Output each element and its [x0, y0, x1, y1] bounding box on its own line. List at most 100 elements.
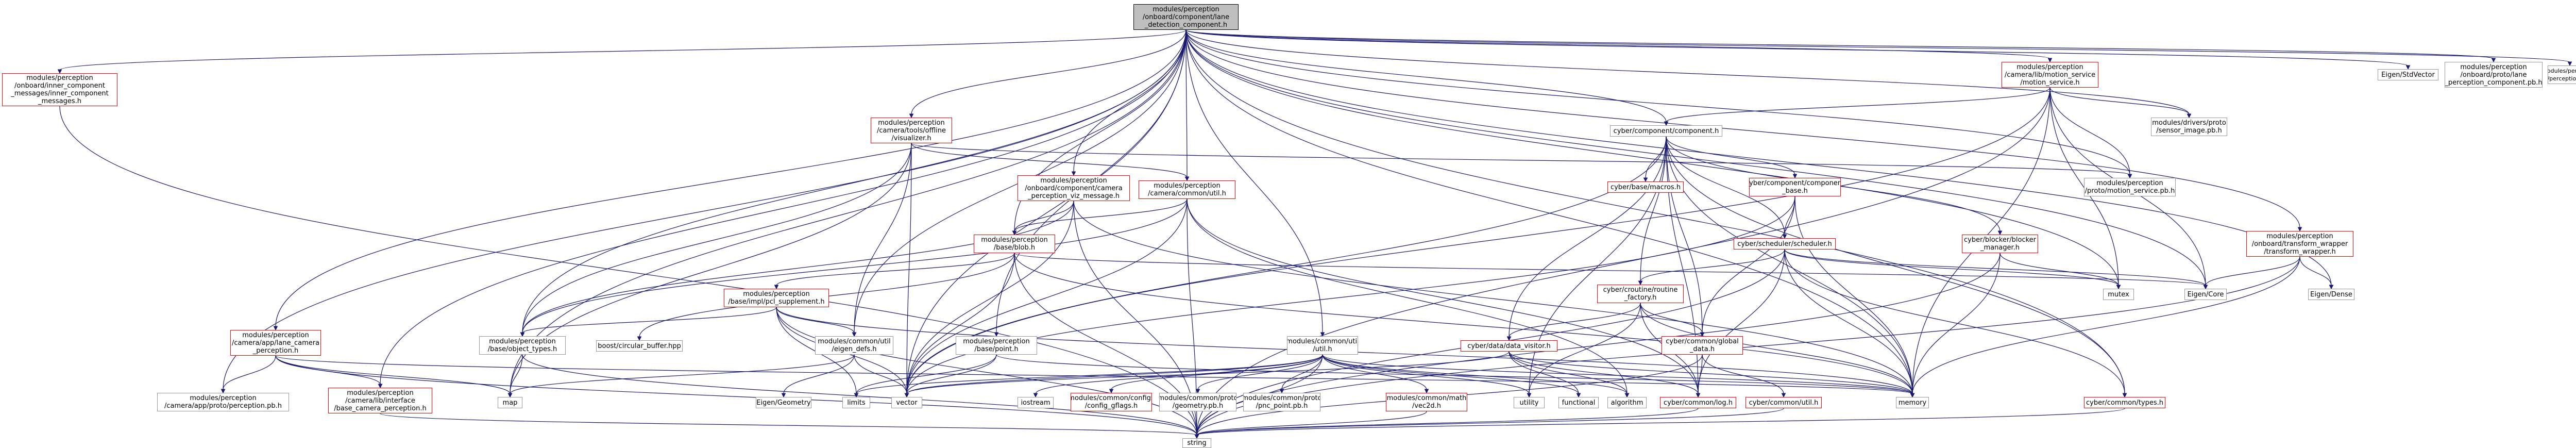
- edge-common_util_eigen_defs-to-map: [510, 354, 855, 394]
- edge-cyber_scheduler-to-eigen_core: [1784, 249, 2206, 286]
- edge-camera_common_util-to-cyber_common_log: [1187, 198, 1699, 394]
- node-cyber-component[interactable]: cyber/component/component.h: [1610, 125, 1722, 137]
- node-string[interactable]: string: [1182, 438, 1211, 448]
- edge-camera_perception_viz_message-to-string: [1073, 201, 1197, 436]
- edge-arrowhead-motion_service-to-sensor_image_pb: [2187, 113, 2192, 119]
- node-inner-component-messages[interactable]: modules/perception /onboard/inner_compon…: [2, 73, 117, 106]
- edge-arrowhead-visualizer-to-camera_common_util: [1184, 176, 1190, 181]
- edge-arrowhead-transform_wrapper-to-string: [1194, 434, 1199, 439]
- node-camera-common-util[interactable]: modules/perception /camera/common/util.h: [1139, 180, 1235, 199]
- node-common-util-util[interactable]: modules/common/util /util.h: [1287, 336, 1358, 355]
- edge-cyber_data_visitor-to-vector: [906, 351, 1510, 394]
- edge-arrowhead-cyber_component-to-cyber_blocker_manager: [1997, 230, 2003, 236]
- edge-base_impl_pcl_supplement-to-base_object_types: [522, 307, 777, 334]
- node-boost-circular-buffer[interactable]: boost/circular_buffer.hpp: [596, 340, 683, 352]
- node-cyber-common-types[interactable]: cyber/common/types.h: [2084, 397, 2165, 408]
- node-motion-service[interactable]: modules/perception /camera/lib/motion_se…: [2002, 62, 2098, 88]
- node-perception-lane-pb[interactable]: modules/perception /proto/perception_lan…: [2548, 65, 2576, 84]
- edge-transform_wrapper-to-eigen_dense: [2299, 256, 2332, 286]
- edge-cyber_component-to-cyber_common_types: [1666, 136, 2125, 394]
- node-sensor-image-pb[interactable]: modules/drivers/proto /sensor_image.pb.h: [2151, 118, 2227, 136]
- edge-root-to-eigen_stdvector: [1185, 29, 2409, 67]
- edge-base_object_types-to-map: [510, 354, 523, 394]
- edge-common_util_util-to-pnc_point_pb: [1281, 354, 1323, 390]
- edge-cyber_component_base-to-memory: [1794, 196, 1913, 394]
- node-eigen-defs[interactable]: modules/common/util /eigen_defs.h: [815, 336, 893, 355]
- edge-arrowhead-motion_service-to-cyber_component: [1664, 121, 1669, 126]
- node-cyber-component-base[interactable]: cyber/component/component _base.h: [1749, 178, 1841, 196]
- edge-visualizer-to-motion_service_pb: [911, 143, 2130, 175]
- edge-cyber_data_visitor-to-memory: [1509, 351, 1913, 394]
- node-algorithm[interactable]: algorithm: [1607, 397, 1647, 408]
- node-base-blob[interactable]: modules/perception /base/blob.h: [974, 235, 1055, 253]
- node-vec2d[interactable]: modules/common/math /vec2d.h: [1386, 393, 1467, 411]
- edge-root-to-lane_perception_component_pb: [1185, 29, 2494, 59]
- node-memory[interactable]: memory: [1896, 397, 1929, 408]
- edge-common_util_util-to-geometry_pb: [1197, 354, 1323, 390]
- node-cyber-common-log[interactable]: cyber/common/log.h: [1660, 397, 1736, 408]
- node-pcl-supplement[interactable]: modules/perception /base/impl/pcl_supple…: [724, 289, 829, 307]
- node-cyber-global-data[interactable]: cyber/common/global _data.h: [1662, 336, 1743, 355]
- edge-arrowhead-transform_wrapper-to-memory: [1910, 393, 1915, 398]
- node-base-camera-perception[interactable]: modules/perception /camera/lib/interface…: [328, 388, 432, 413]
- edge-base_blob-to-eigen_core: [1014, 253, 2206, 286]
- node-camera-perception-viz-message[interactable]: modules/perception /onboard/component/ca…: [1018, 175, 1130, 201]
- node-base-object-types[interactable]: modules/perception /base/object_types.h: [479, 336, 566, 355]
- node-eigen-core[interactable]: Eigen/Core: [2184, 289, 2227, 300]
- edge-arrowhead-root-to-eigen_stdvector: [2405, 65, 2411, 70]
- node-lane-perception-component-pb[interactable]: modules/perception /onboard/proto/lane _…: [2445, 62, 2543, 88]
- node-vector[interactable]: vector: [891, 397, 922, 408]
- node-eigen-stdvector[interactable]: Eigen/StdVector: [2378, 69, 2438, 80]
- edge-cyber_component-to-cyber_component_base: [1666, 136, 1795, 175]
- node-pnc-point-pb[interactable]: modules/common/proto /pnc_point.pb.h: [1243, 393, 1320, 411]
- node-mutex[interactable]: mutex: [2103, 289, 2134, 300]
- edge-cyber_component_base-to-vector: [906, 196, 1795, 394]
- edge-base_object_types-to-string: [522, 354, 1197, 436]
- node-lane-camera-perception[interactable]: modules/perception /camera/app/lane_came…: [230, 330, 321, 356]
- edge-arrowhead-root-to-motion_service: [2047, 58, 2053, 63]
- edge-arrowhead-root-to-perception_lane_pb: [2567, 61, 2572, 67]
- node-cyber-data-visitor[interactable]: cyber/data/data_visitor.h: [1461, 340, 1557, 352]
- edge-motion_service-to-cyber_component: [1666, 87, 2050, 123]
- edge-cyber_common_global_data-to-cyber_common_util: [1702, 354, 1784, 394]
- node-transform-wrapper[interactable]: modules/perception /onboard/transform_wr…: [2246, 231, 2353, 257]
- edge-arrowhead-cyber_common_global_data-to-cyber_common_log: [1696, 393, 1701, 398]
- node-perception-pb[interactable]: modules/perception /camera/app/proto/per…: [157, 393, 289, 411]
- node-cyber-blocker-manager[interactable]: cyber/blocker/blocker _manager.h: [1962, 235, 2038, 253]
- edge-arrowhead-base_blob-to-boost_circular_buffer: [637, 336, 642, 341]
- node-cyber-routine-factory[interactable]: cyber/croutine/routine _factory.h: [1597, 285, 1684, 303]
- node-eigen-geometry[interactable]: Eigen/Geometry: [756, 397, 811, 408]
- edge-motion_service-to-string: [1196, 87, 2050, 436]
- node-iostream[interactable]: iostream: [1018, 397, 1054, 408]
- node-limits[interactable]: limits: [842, 397, 870, 408]
- edge-camera_perception_viz_message-to-memory: [1073, 201, 1913, 394]
- node-utility[interactable]: utility: [1514, 397, 1545, 408]
- edge-arrowhead-root-to-common_util_util: [1320, 332, 1325, 337]
- edge-motion_service-to-motion_service_pb: [2049, 87, 2130, 175]
- edge-visualizer-to-common_util_eigen_defs: [854, 143, 912, 334]
- node-config-gflags[interactable]: modules/common/configs /config_gflags.h: [1071, 393, 1152, 411]
- node-base-point[interactable]: modules/perception /base/point.h: [956, 336, 1037, 355]
- edge-cyber_scheduler-to-memory: [1784, 249, 1913, 394]
- node-cyber-scheduler[interactable]: cyber/scheduler/scheduler.h: [1734, 238, 1836, 250]
- node-motion-service-pb[interactable]: modules/perception /proto/motion_service…: [2084, 178, 2176, 196]
- node-offline-visualizer[interactable]: modules/perception /camera/tools/offline…: [871, 118, 952, 143]
- edge-visualizer-to-base_object_types: [522, 143, 912, 334]
- edge-arrowhead-root-to-lane_perception_component_pb: [2491, 58, 2496, 63]
- node-eigen-dense[interactable]: Eigen/Dense: [2308, 289, 2354, 300]
- node-cyber-base-macros[interactable]: cyber/base/macros.h: [1607, 181, 1684, 193]
- node-lane-detection-component[interactable]: modules/perception /onboard/component/la…: [1133, 4, 1239, 30]
- edge-cyber_common_util-to-string: [1196, 408, 1784, 436]
- edge-root-to-cyber_common_types: [1185, 29, 2125, 394]
- edge-camera_common_util-to-base_object_types: [522, 198, 1188, 334]
- edge-common_util_util-to-iostream: [1035, 354, 1323, 394]
- node-cyber-common-util[interactable]: cyber/common/util.h: [1745, 397, 1822, 408]
- node-map[interactable]: map: [498, 397, 522, 408]
- edge-root-to-memory: [1185, 29, 1913, 394]
- edge-root-to-transform_wrapper: [1185, 29, 2300, 228]
- edge-arrowhead-cyber_component-to-cyber_component_base: [1792, 174, 1798, 179]
- edge-root-to-sensor_image_pb: [1185, 29, 2190, 115]
- edge-root-to-perception_lane_pb: [1185, 29, 2570, 63]
- node-geometry-pb[interactable]: modules/common/proto /geometry.pb.h: [1159, 393, 1236, 411]
- node-functional[interactable]: functional: [1558, 397, 1599, 408]
